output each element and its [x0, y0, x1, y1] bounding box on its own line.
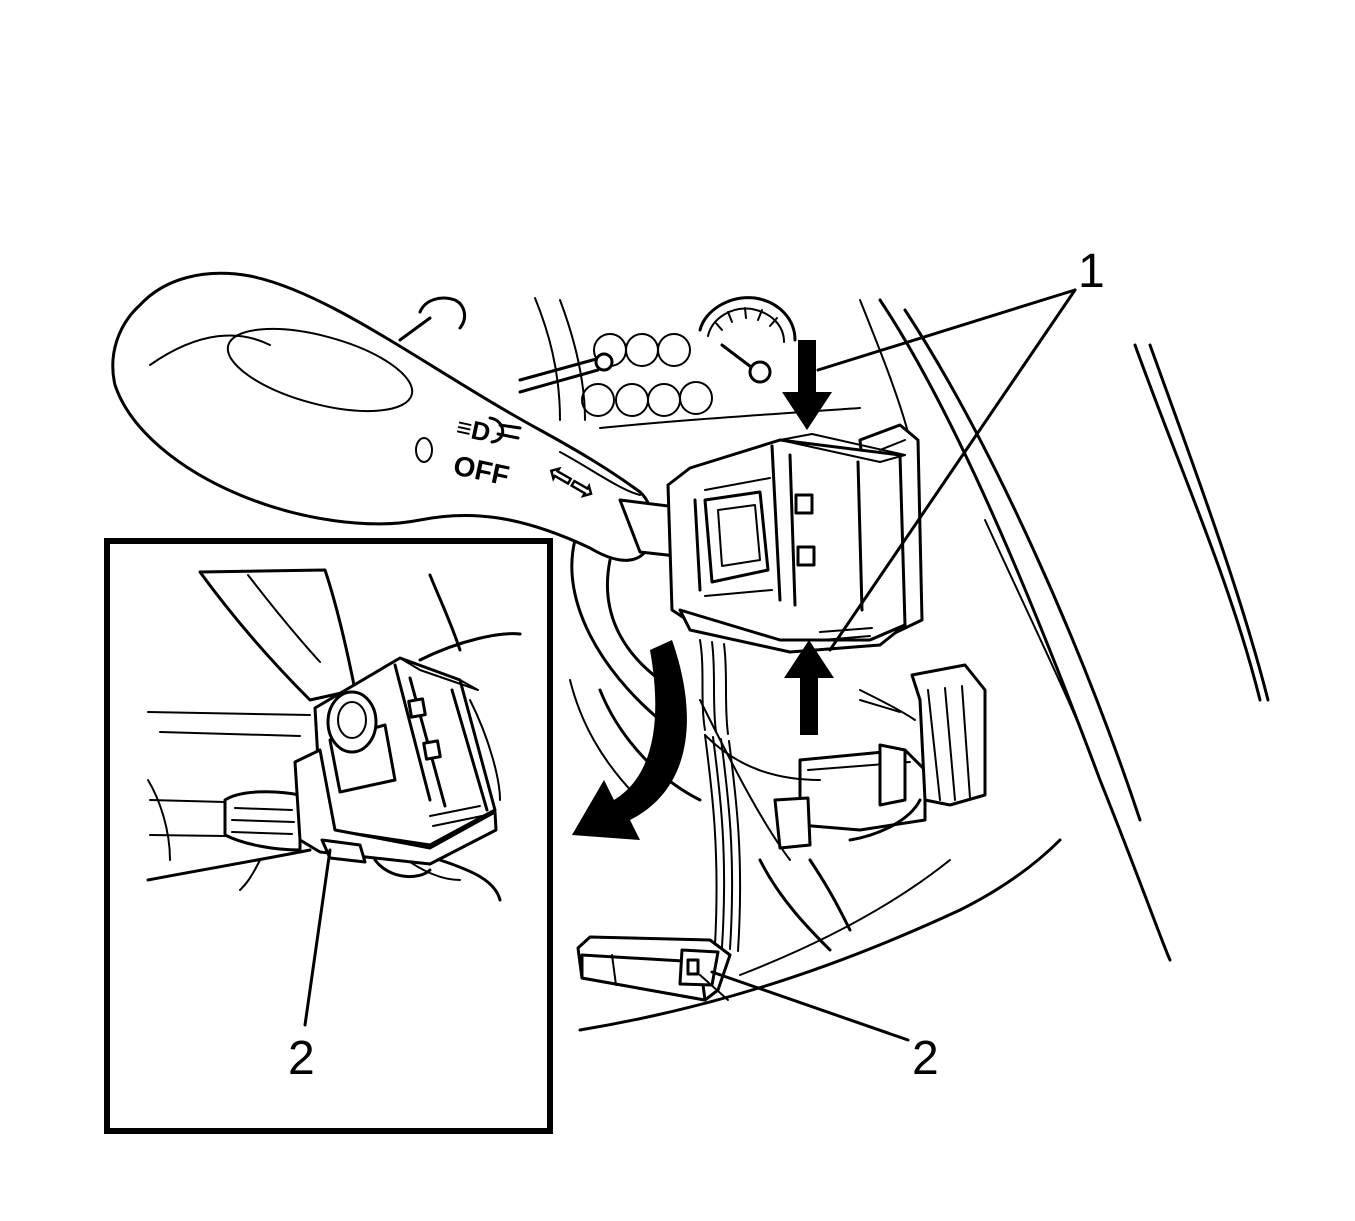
harness-connector	[576, 734, 910, 1042]
detail-inset	[104, 538, 553, 1134]
leader-line-2-inset	[303, 848, 332, 1027]
callout-2-inset: 2	[288, 1032, 315, 1085]
switch-assembly	[666, 423, 987, 850]
multifunction-stalk	[111, 271, 742, 562]
fog-lamp-symbol: ≡D	[454, 412, 493, 448]
arrow-down-icon	[782, 340, 832, 430]
leader-line-2-main	[710, 970, 910, 1042]
callout-2-main: 2	[912, 1032, 939, 1085]
fog-lamp-rays	[488, 416, 522, 444]
steering-column-background	[398, 296, 1270, 1032]
callout-1: 1	[1078, 245, 1105, 298]
removal-direction-arrow	[572, 640, 687, 840]
release-tab-arrows	[782, 288, 1077, 735]
arrow-up-icon	[784, 640, 834, 735]
